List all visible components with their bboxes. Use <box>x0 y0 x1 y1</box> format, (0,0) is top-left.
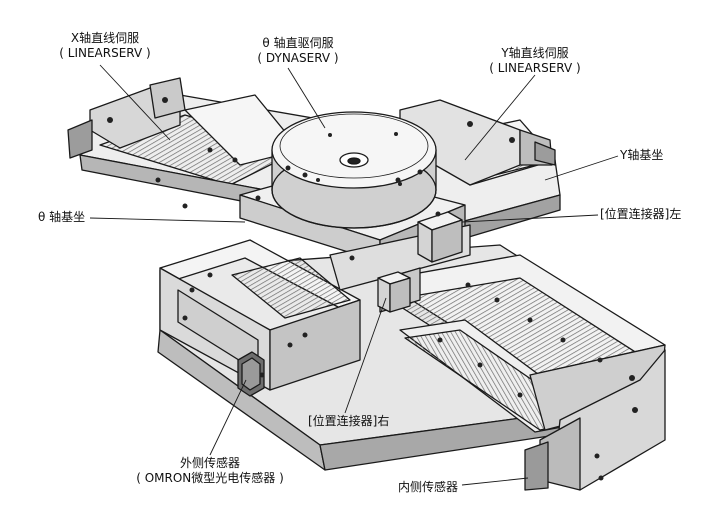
label-y-axis-servo: Y轴直线伺服 ( LINEARSERV ) <box>470 46 600 76</box>
position-connector-left <box>417 211 463 263</box>
outer-sensor <box>237 351 265 397</box>
label-theta-servo: θ 轴直驱伺服 ( DYNASERV ) <box>228 36 368 66</box>
leader-theta-servo <box>287 67 326 129</box>
mounting-holes <box>107 97 638 481</box>
label-connector-right: [位置连接器]右 <box>308 414 390 428</box>
leader-y-base <box>544 155 619 181</box>
label-inner-sensor: 内侧传感器 <box>398 480 459 494</box>
leader-x-axis-servo <box>99 64 171 141</box>
label-theta-servo-line2: ( DYNASERV ) <box>257 51 339 65</box>
leader-outer-sensor <box>209 379 247 456</box>
label-outer-sensor-line1: 外侧传感器 <box>179 456 240 470</box>
leader-connector-left <box>461 214 599 223</box>
label-x-axis-servo-line2: ( LINEARSERV ) <box>59 46 151 60</box>
label-y-axis-servo-line1: Y轴直线伺服 <box>501 46 569 60</box>
leader-inner-sensor <box>461 477 529 486</box>
leader-connector-right <box>344 297 387 414</box>
label-connector-left: [位置连接器]左 <box>600 207 682 221</box>
label-y-base: Y轴基坐 <box>620 148 664 162</box>
rotary-table <box>271 111 437 229</box>
label-x-axis-servo-line1: X轴直线伺服 <box>70 31 140 45</box>
label-outer-sensor: 外侧传感器 ( OMRON微型光电传感器 ) <box>110 456 310 486</box>
label-y-axis-servo-line2: ( LINEARSERV ) <box>489 61 581 75</box>
lower-right-end-block <box>524 349 666 491</box>
label-x-axis-servo: X轴直线伺服 ( LINEARSERV ) <box>40 31 170 61</box>
leader-y-axis-servo <box>464 74 536 161</box>
label-outer-sensor-line2: ( OMRON微型光电传感器 ) <box>136 471 284 485</box>
label-theta-servo-line1: θ 轴直驱伺服 <box>262 36 334 50</box>
label-theta-base: θ 轴基坐 <box>38 210 86 224</box>
leader-theta-base <box>89 217 246 223</box>
leader-lines <box>89 64 619 486</box>
position-connector-right <box>377 271 411 313</box>
